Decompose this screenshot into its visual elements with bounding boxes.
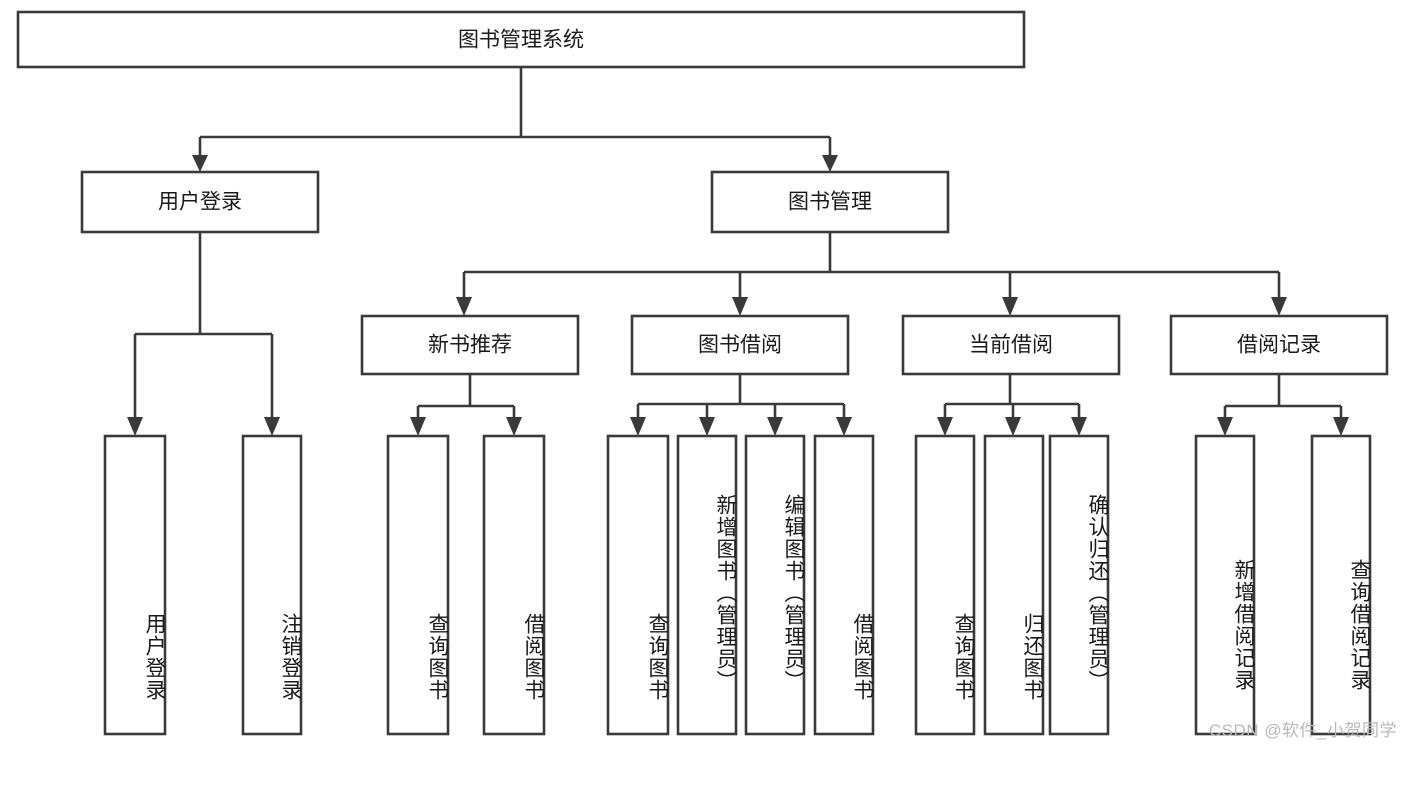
flowchart-diagram: 图书管理系统 用户登录 图书管理 新书推荐 图书借阅 当前借阅 借阅记录 [16, 10, 1397, 740]
arrowhead-leaf-borrow-book-1 [506, 417, 522, 436]
leaf-box-query-book-3[interactable] [914, 434, 976, 736]
arrowhead-user-login [192, 155, 208, 172]
arrowhead-borrow-record [1271, 297, 1287, 316]
arrowhead-leaf-confirm-return [1071, 417, 1087, 436]
leaf-box-query-book-2[interactable] [606, 434, 670, 736]
connector-group-book-manage [456, 232, 1287, 316]
node-user-login-box[interactable] [80, 170, 320, 234]
node-book-borrow-box[interactable] [630, 314, 850, 376]
arrowhead-leaf-query-book-3 [937, 417, 953, 436]
node-current-borrow[interactable]: 当前借阅 [901, 314, 1121, 376]
arrowhead-leaf-borrow-book-2 [836, 417, 852, 436]
arrowhead-leaf-user-logout [264, 417, 280, 436]
leaf-boxes [103, 434, 1372, 736]
connector-group-current-borrow [937, 374, 1087, 436]
node-book-manage-label: 图书管理 [788, 191, 872, 214]
node-borrow-record-box[interactable] [1169, 314, 1389, 376]
node-user-login-label: 用户登录 [158, 191, 242, 214]
arrowhead-book-manage [822, 155, 838, 172]
node-book-manage[interactable]: 图书管理 [710, 170, 950, 234]
arrowhead-leaf-add-book [699, 417, 715, 436]
arrowhead-leaf-query-book-2 [630, 417, 646, 436]
arrowhead-book-borrow [732, 297, 748, 316]
leaf-box-borrow-book-1[interactable] [482, 434, 546, 736]
node-book-borrow[interactable]: 图书借阅 [630, 314, 850, 376]
node-book-borrow-label: 图书借阅 [698, 334, 782, 357]
connector-group-root [192, 67, 838, 172]
connector-group-borrow-record [1217, 374, 1349, 436]
connector-group-user-login [127, 232, 280, 436]
leaf-box-return-book[interactable] [983, 434, 1045, 736]
node-current-borrow-label: 当前借阅 [969, 334, 1053, 357]
leaf-box-confirm-return[interactable] [1048, 434, 1110, 736]
leaf-box-edit-book[interactable] [744, 434, 806, 736]
leaf-box-query-book-1[interactable] [386, 434, 450, 736]
arrowhead-current-borrow [1002, 297, 1018, 316]
arrowhead-leaf-user-login [127, 417, 143, 436]
node-current-borrow-box[interactable] [901, 314, 1121, 376]
node-root-box[interactable] [16, 10, 1026, 69]
arrowhead-leaf-query-book-1 [410, 417, 426, 436]
connector-group-new-book-recommend [410, 374, 522, 436]
arrowhead-leaf-return-book [1005, 417, 1021, 436]
node-new-book-recommend-label: 新书推荐 [428, 334, 512, 357]
node-borrow-record[interactable]: 借阅记录 [1169, 314, 1389, 376]
node-new-book-recommend[interactable]: 新书推荐 [360, 314, 580, 376]
csdn-watermark: CSDN @软件_小贺同学 [1208, 721, 1397, 740]
leaf-box-add-book[interactable] [676, 434, 738, 736]
flowchart-canvas: 图书管理系统 用户登录 图书管理 新书推荐 图书借阅 当前借阅 借阅记录 [16, 10, 1389, 736]
leaf-box-add-record[interactable] [1194, 434, 1256, 736]
node-user-login[interactable]: 用户登录 [80, 170, 320, 234]
node-root[interactable]: 图书管理系统 [16, 10, 1026, 69]
arrowhead-leaf-query-record [1333, 417, 1349, 436]
arrowhead-new-book-recommend [456, 297, 472, 316]
node-book-manage-box[interactable] [710, 170, 950, 234]
leaf-box-query-record[interactable] [1310, 434, 1372, 736]
node-root-label: 图书管理系统 [458, 29, 584, 52]
node-borrow-record-label: 借阅记录 [1237, 334, 1321, 357]
arrowhead-leaf-edit-book [767, 417, 783, 436]
leaf-box-borrow-book-2[interactable] [813, 434, 875, 736]
connector-group-book-borrow [630, 374, 852, 436]
leaf-box-user-logout[interactable] [241, 434, 303, 736]
arrowhead-leaf-add-record [1217, 417, 1233, 436]
leaf-box-user-login[interactable] [103, 434, 167, 736]
node-new-book-recommend-box[interactable] [360, 314, 580, 376]
